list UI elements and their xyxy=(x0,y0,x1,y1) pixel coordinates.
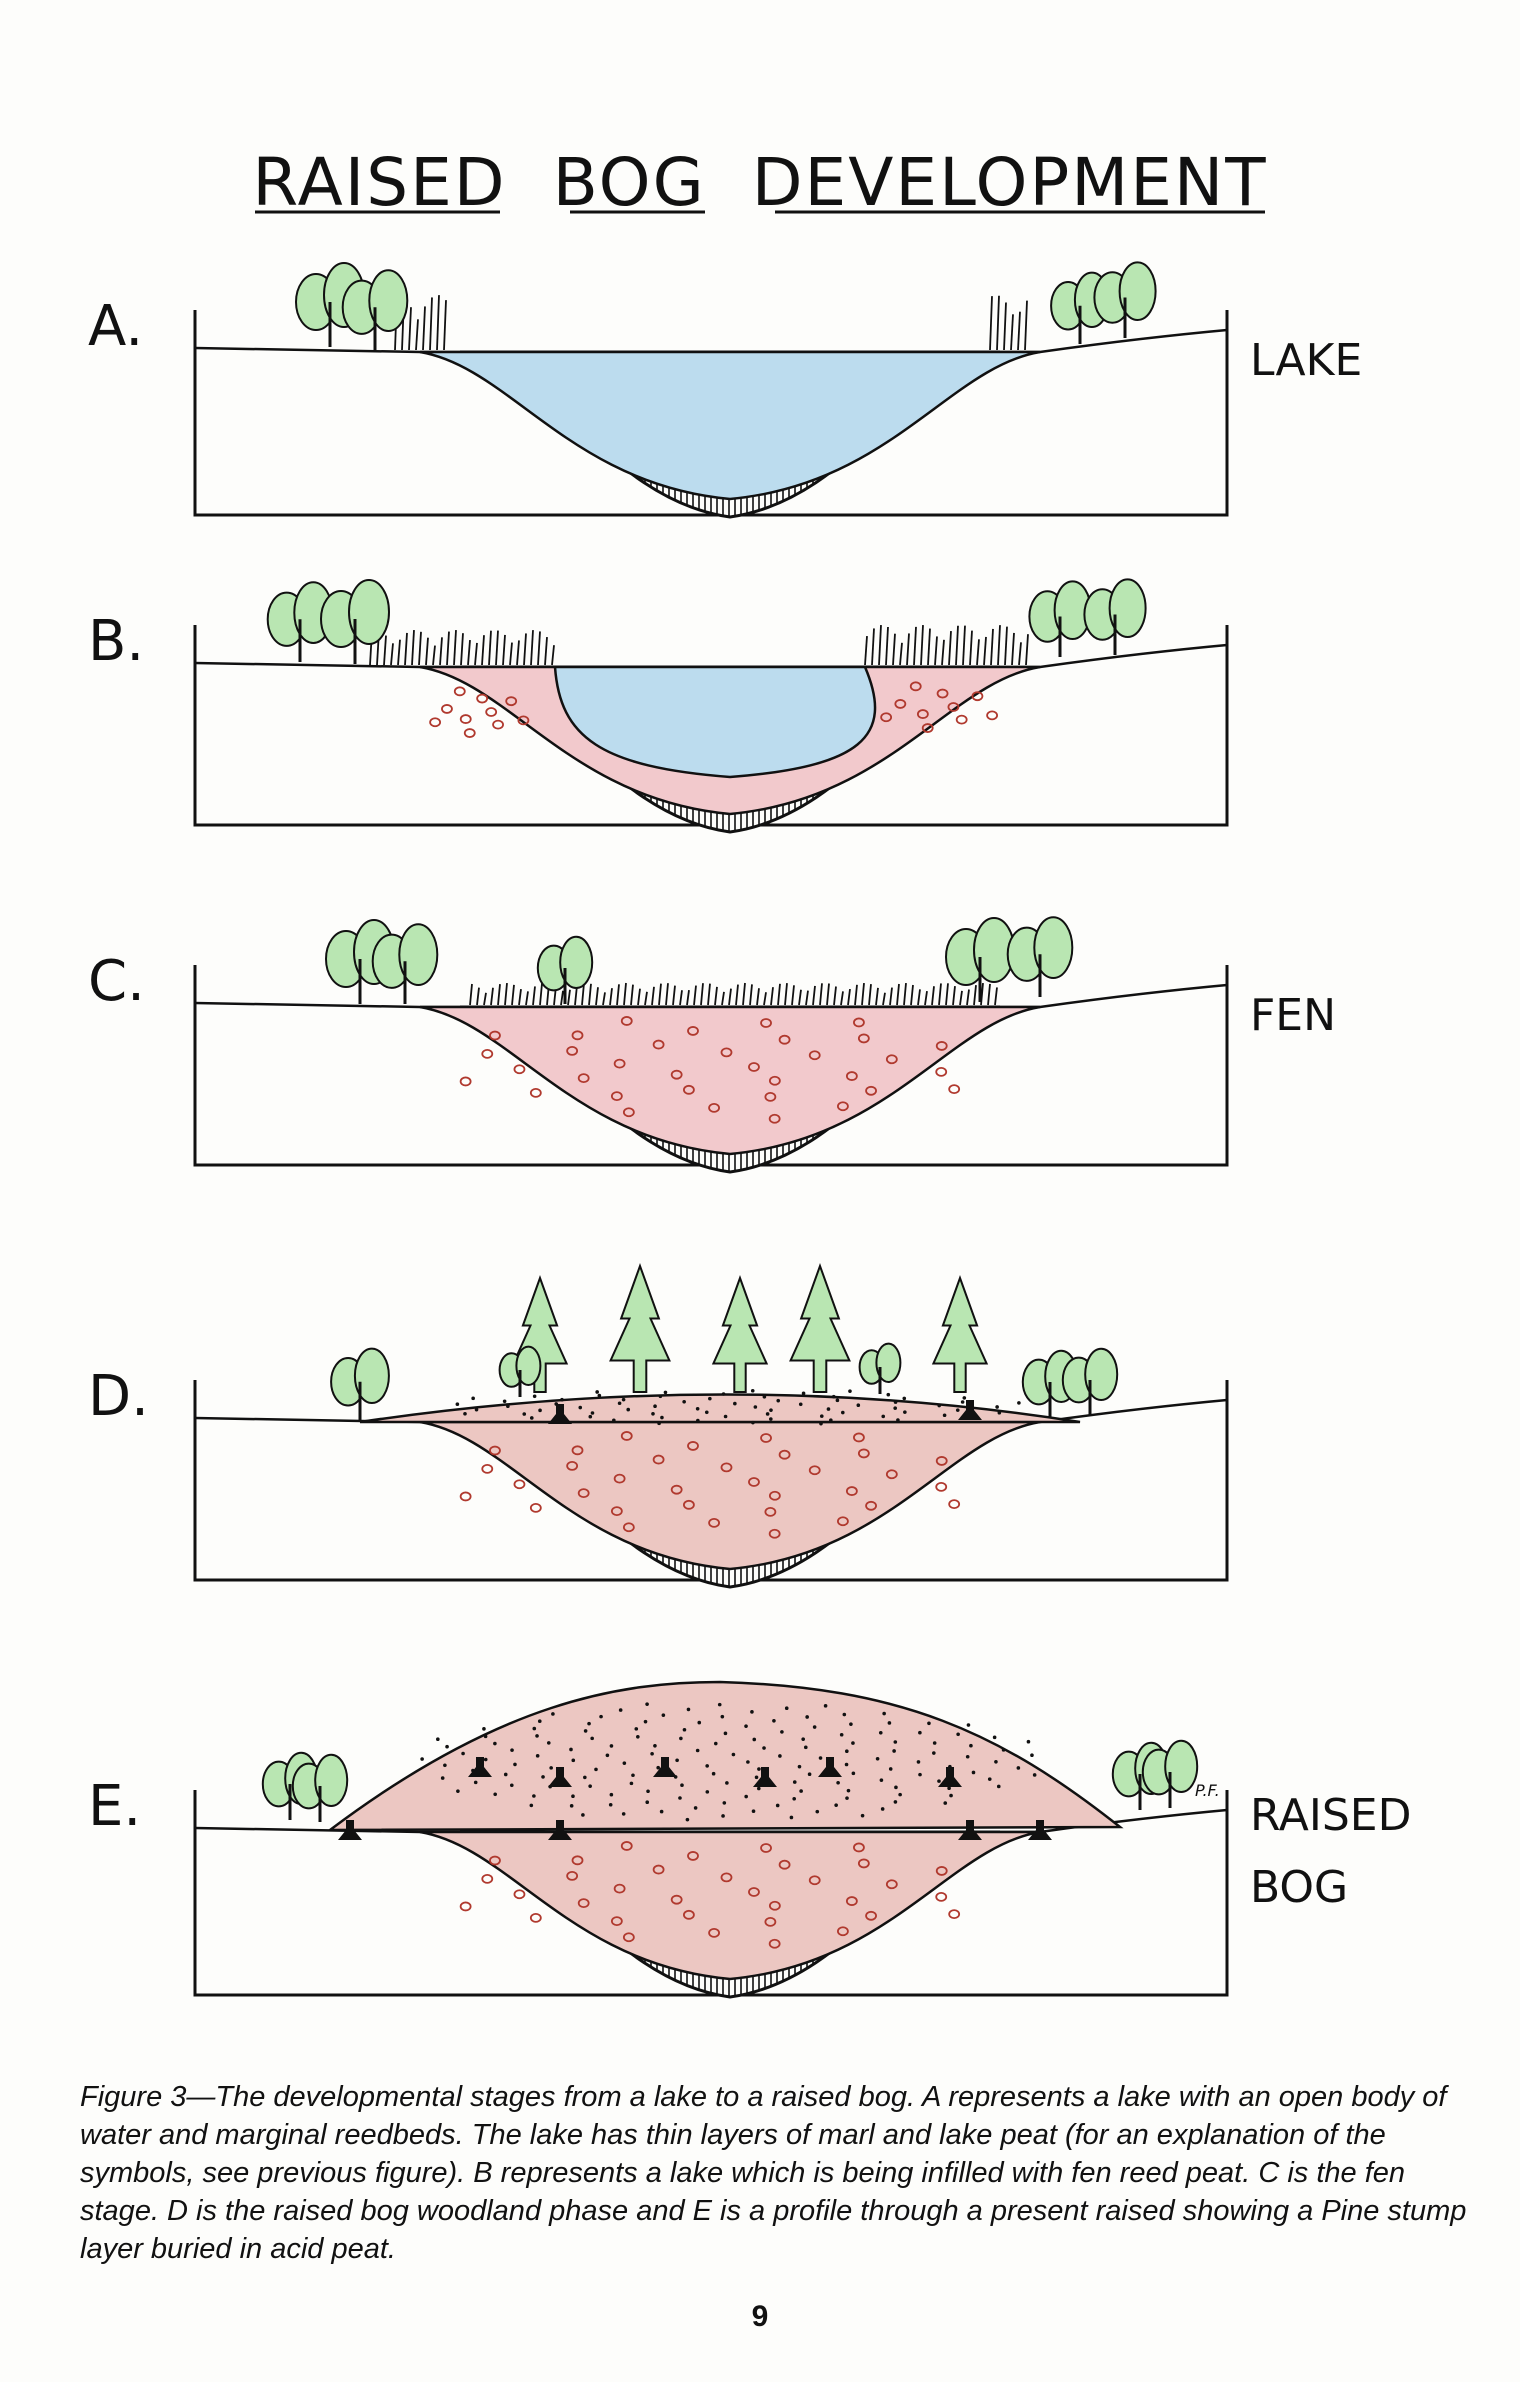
stage-label: LAKE xyxy=(1250,335,1362,386)
panel-woodland: D. xyxy=(88,1263,1229,1589)
bog-development-figure: RAISED BOG DEVELOPMENT A. LAKE B. C. FEN D. P.… xyxy=(88,144,1411,1999)
figure-caption: Figure 3—The developmental stages from a… xyxy=(80,2081,1467,2265)
artist-signature: P.F. xyxy=(1195,1781,1220,1800)
panel-frame xyxy=(193,1790,1229,1997)
ground-surface xyxy=(194,643,1228,669)
ground-surface xyxy=(194,983,1228,1009)
stage-label: BOG xyxy=(1250,1862,1348,1913)
figure-title: RAISED BOG DEVELOPMENT xyxy=(252,144,1267,221)
raised-bog-dome xyxy=(326,1680,1124,1832)
bog-peat-dome xyxy=(359,1393,1081,1424)
fen-peat xyxy=(419,1830,1041,1981)
panel-lake: A. LAKE xyxy=(88,261,1362,519)
fen-peat xyxy=(419,1005,1041,1156)
fen-peat xyxy=(419,1420,1041,1571)
panel-letter: B. xyxy=(88,609,144,674)
panel-frame xyxy=(193,310,1229,517)
panel-infilling: B. xyxy=(88,578,1229,834)
panels: A. LAKE B. C. FEN D. P.F. E. RAISED BOG xyxy=(88,261,1411,1999)
water xyxy=(419,350,1041,501)
stage-label: RAISED xyxy=(1250,1790,1411,1841)
page-number: 9 xyxy=(751,2300,769,2333)
open-water xyxy=(553,665,877,779)
panel-raised: P.F. E. RAISED BOG xyxy=(88,1680,1411,1999)
ground-surface xyxy=(194,328,1228,354)
panel-letter: D. xyxy=(88,1364,149,1429)
panel-letter: E. xyxy=(88,1774,141,1839)
ground-surface xyxy=(194,1808,1228,1834)
panel-fen: C. FEN xyxy=(88,916,1336,1174)
panel-letter: A. xyxy=(88,294,143,359)
panel-letter: C. xyxy=(88,949,145,1014)
stage-label: FEN xyxy=(1250,990,1336,1041)
